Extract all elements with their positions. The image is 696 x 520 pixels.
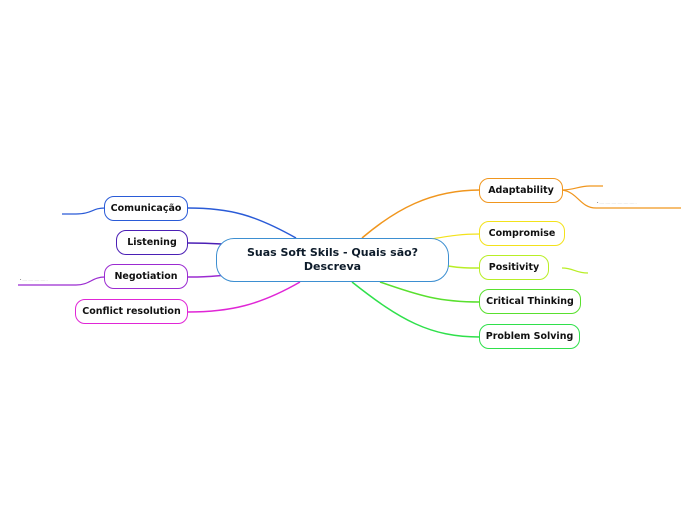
topic-comunicacao-label: Comunicação: [110, 203, 182, 214]
central-topic-line2: Descreva: [303, 260, 362, 273]
link-problem: [351, 281, 481, 338]
link-adaptability-note-a: [561, 185, 603, 191]
topic-adaptability-label: Adaptability: [488, 185, 554, 196]
central-topic-line1: Suas Soft Skils - Quais são?: [246, 246, 419, 259]
topic-negotiation-label: Negotiation: [114, 271, 178, 282]
link-adaptability: [361, 189, 481, 239]
topic-conflict-resolution[interactable]: Conflict resolution: [75, 299, 188, 324]
central-topic[interactable]: Suas Soft Skils - Quais são? Descreva: [216, 238, 449, 282]
adaptability-note[interactable]: a ____ ____ ____ ____ ____ ____ _: [597, 202, 637, 204]
topic-listening-label: Listening: [127, 237, 177, 248]
link-negotiation-note: [18, 276, 106, 286]
link-positivity: [447, 265, 481, 269]
topic-negotiation[interactable]: Negotiation: [104, 264, 188, 289]
topic-critical-thinking[interactable]: Critical Thinking: [479, 289, 581, 314]
topic-positivity-label: Positivity: [488, 262, 540, 273]
negotiation-note[interactable]: a ____ ____ ____ ____ _: [20, 279, 48, 281]
link-comunicacao: [187, 207, 297, 239]
topic-compromise-label: Compromise: [488, 228, 556, 239]
link-critical: [379, 281, 481, 303]
topic-critical-thinking-label: Critical Thinking: [486, 296, 574, 307]
topic-comunicacao[interactable]: Comunicação: [104, 196, 188, 221]
link-listening: [187, 242, 223, 245]
topic-compromise[interactable]: Compromise: [479, 221, 565, 246]
link-conflict: [187, 281, 301, 313]
link-comunicacao-note: [62, 207, 106, 215]
topic-problem-solving[interactable]: Problem Solving: [479, 324, 580, 349]
topic-listening[interactable]: Listening: [116, 230, 188, 255]
topic-problem-solving-label: Problem Solving: [485, 331, 574, 342]
link-adaptability-note-b: [561, 189, 681, 209]
link-positivity-note: [561, 267, 589, 274]
topic-adaptability[interactable]: Adaptability: [479, 178, 563, 203]
topic-positivity[interactable]: Positivity: [479, 255, 549, 280]
topic-conflict-resolution-label: Conflict resolution: [82, 306, 181, 317]
